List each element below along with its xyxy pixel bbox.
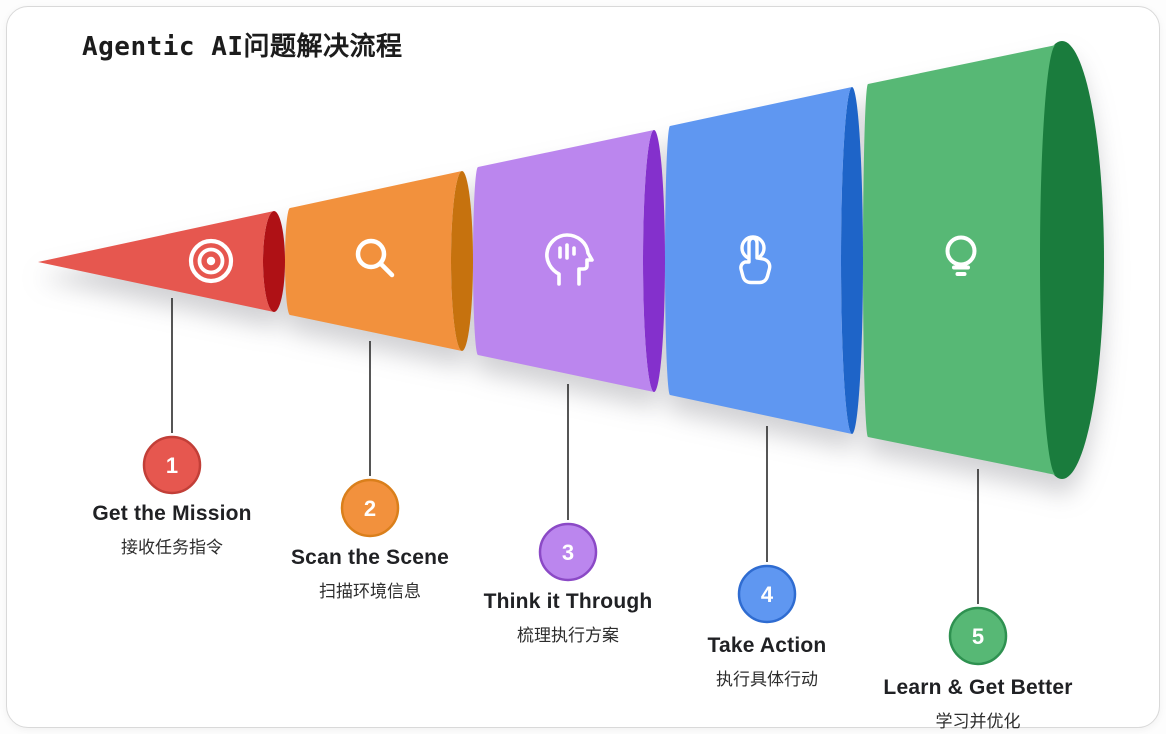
- stage-badge-5: [948, 606, 1008, 666]
- stage-badge-2: [340, 478, 400, 538]
- stage-label-5: Learn & Get Better 学习并优化: [883, 676, 1072, 732]
- stage-badge-1-number: 1: [166, 453, 178, 478]
- search-icon: [355, 238, 395, 278]
- funnel-segment-3: [473, 130, 665, 392]
- stage-badge-4: [737, 564, 797, 624]
- funnel-segment-1: [38, 211, 285, 312]
- stage-5-title: Learn & Get Better: [883, 676, 1073, 699]
- stage-badge-1: [142, 435, 202, 495]
- funnel-segment-2: [285, 171, 473, 351]
- stage-label-1: Get the Mission 接收任务指令: [92, 502, 251, 558]
- stage-badge-5-number: 5: [972, 624, 984, 649]
- stage-3-title: Think it Through: [483, 590, 653, 613]
- stage-5-subtitle: 学习并优化: [935, 712, 1021, 731]
- segment-4-depth-ellipse: [841, 87, 863, 434]
- stage-label-3: Think it Through 梳理执行方案: [484, 590, 653, 646]
- stage-3-subtitle: 梳理执行方案: [517, 626, 619, 645]
- stage-badges: 1 2 3 4 5: [142, 435, 1008, 666]
- segment-1-depth-ellipse: [263, 211, 285, 312]
- segment-3-depth-ellipse: [643, 130, 665, 392]
- segment-2-body: [285, 171, 462, 351]
- stage-4-subtitle: 执行具体行动: [715, 670, 818, 689]
- thinking-head-icon: [545, 233, 594, 286]
- stage-2-subtitle: 扫描环境信息: [318, 582, 421, 601]
- stage-badge-4-number: 4: [761, 582, 774, 607]
- funnel-segment-4: [665, 87, 863, 434]
- stage-2-title: Scan the Scene: [290, 546, 450, 569]
- stage-1-subtitle: 接收任务指令: [120, 538, 223, 557]
- connector-lines: [171, 298, 979, 604]
- segment-1-body: [38, 211, 274, 312]
- tap-icon: [739, 235, 772, 285]
- segment-2-depth-ellipse: [451, 171, 473, 351]
- stage-label-2: Scan the Scene 扫描环境信息: [291, 546, 449, 602]
- stage-4-title: Take Action: [707, 634, 827, 657]
- stage-badge-3-number: 3: [562, 540, 574, 565]
- target-icon: [188, 238, 234, 284]
- stage-1-title: Get the Mission: [92, 502, 252, 525]
- stage-label-4: Take Action 执行具体行动: [708, 634, 827, 690]
- stage-badge-3: [538, 522, 598, 582]
- funnel-segment-5: [863, 41, 1104, 479]
- segment-3-body: [473, 130, 654, 392]
- segment-5-body: [863, 45, 1056, 475]
- lightbulb-icon: [945, 235, 977, 276]
- funnel-segments: [38, 41, 1104, 479]
- stage-badge-2-number: 2: [364, 496, 376, 521]
- page-title: Agentic AI问题解决流程: [82, 32, 403, 62]
